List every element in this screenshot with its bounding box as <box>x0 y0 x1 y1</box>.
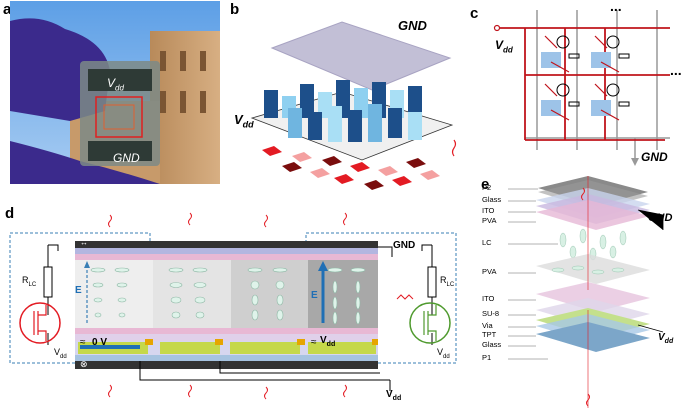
label-vdd-mid: Vdd <box>320 335 336 348</box>
label-approx-right: ≈ <box>311 337 317 348</box>
ellipsis-top: ... <box>610 0 622 14</box>
layer-label-tpt: TPT <box>482 330 497 339</box>
label-vdd-b: Vdd <box>234 112 254 130</box>
label-approx-left: ≈ <box>80 337 86 348</box>
panel-b: b <box>222 0 462 205</box>
panel-c: c <box>465 0 685 170</box>
cross-section-diagram <box>9 212 457 400</box>
label-zero-v: 0 V <box>92 337 108 348</box>
layer-label-su-8: SU-8 <box>482 309 500 318</box>
label-rlc-right: RLC <box>440 275 455 288</box>
label-gnd-photo: GND <box>113 151 140 165</box>
layer-label-p1: P1 <box>482 353 492 362</box>
panel-label-a: a <box>3 1 12 18</box>
label-vdd-c: Vdd <box>495 38 513 55</box>
ellipsis-right: ... <box>670 62 682 78</box>
label-gnd-e: GND <box>648 212 673 224</box>
layer-label-glass: Glass <box>482 340 502 349</box>
pixel-array-3d <box>250 21 457 190</box>
label-e-left: E <box>75 285 82 296</box>
label-cross: ⊗ <box>80 359 88 369</box>
label-gnd-d: GND <box>393 240 416 251</box>
panel-e: e <box>478 170 685 408</box>
panel-label-d: d <box>5 205 15 222</box>
layer-label-glass: Glass <box>482 195 502 204</box>
label-gnd-c: GND <box>641 150 668 164</box>
label-e-right: E <box>311 290 318 301</box>
label-vdd-left: Vdd <box>54 347 67 360</box>
panel-label-c: c <box>470 5 479 22</box>
label-vdd-bottom: Vdd <box>386 389 402 402</box>
label-gnd-b: GND <box>398 18 427 33</box>
layer-label-lc: LC <box>482 238 492 247</box>
circuit-array <box>493 10 670 166</box>
device-photo <box>10 1 220 184</box>
label-vdd-right: Vdd <box>437 347 450 360</box>
panel-d: d <box>0 205 470 408</box>
layer-label-via: Via <box>482 321 493 330</box>
layer-label-p2: P2 <box>482 183 492 192</box>
layer-label-ito: ITO <box>482 294 495 303</box>
label-rlc-left: RLC <box>22 275 37 288</box>
panel-label-e: e <box>481 176 490 193</box>
exploded-layer-stack <box>508 176 664 408</box>
label-arrows: ↔ <box>80 238 88 247</box>
label-vdd-photo: Vdd <box>107 76 124 93</box>
panel-a: a Vdd GND <box>0 0 220 185</box>
layer-label-pva: PVA <box>482 216 497 225</box>
layer-label-pva: PVA <box>482 267 497 276</box>
panel-label-b: b <box>230 1 240 18</box>
layer-label-ito: ITO <box>482 206 495 215</box>
label-vdd-e: Vdd <box>658 332 674 345</box>
